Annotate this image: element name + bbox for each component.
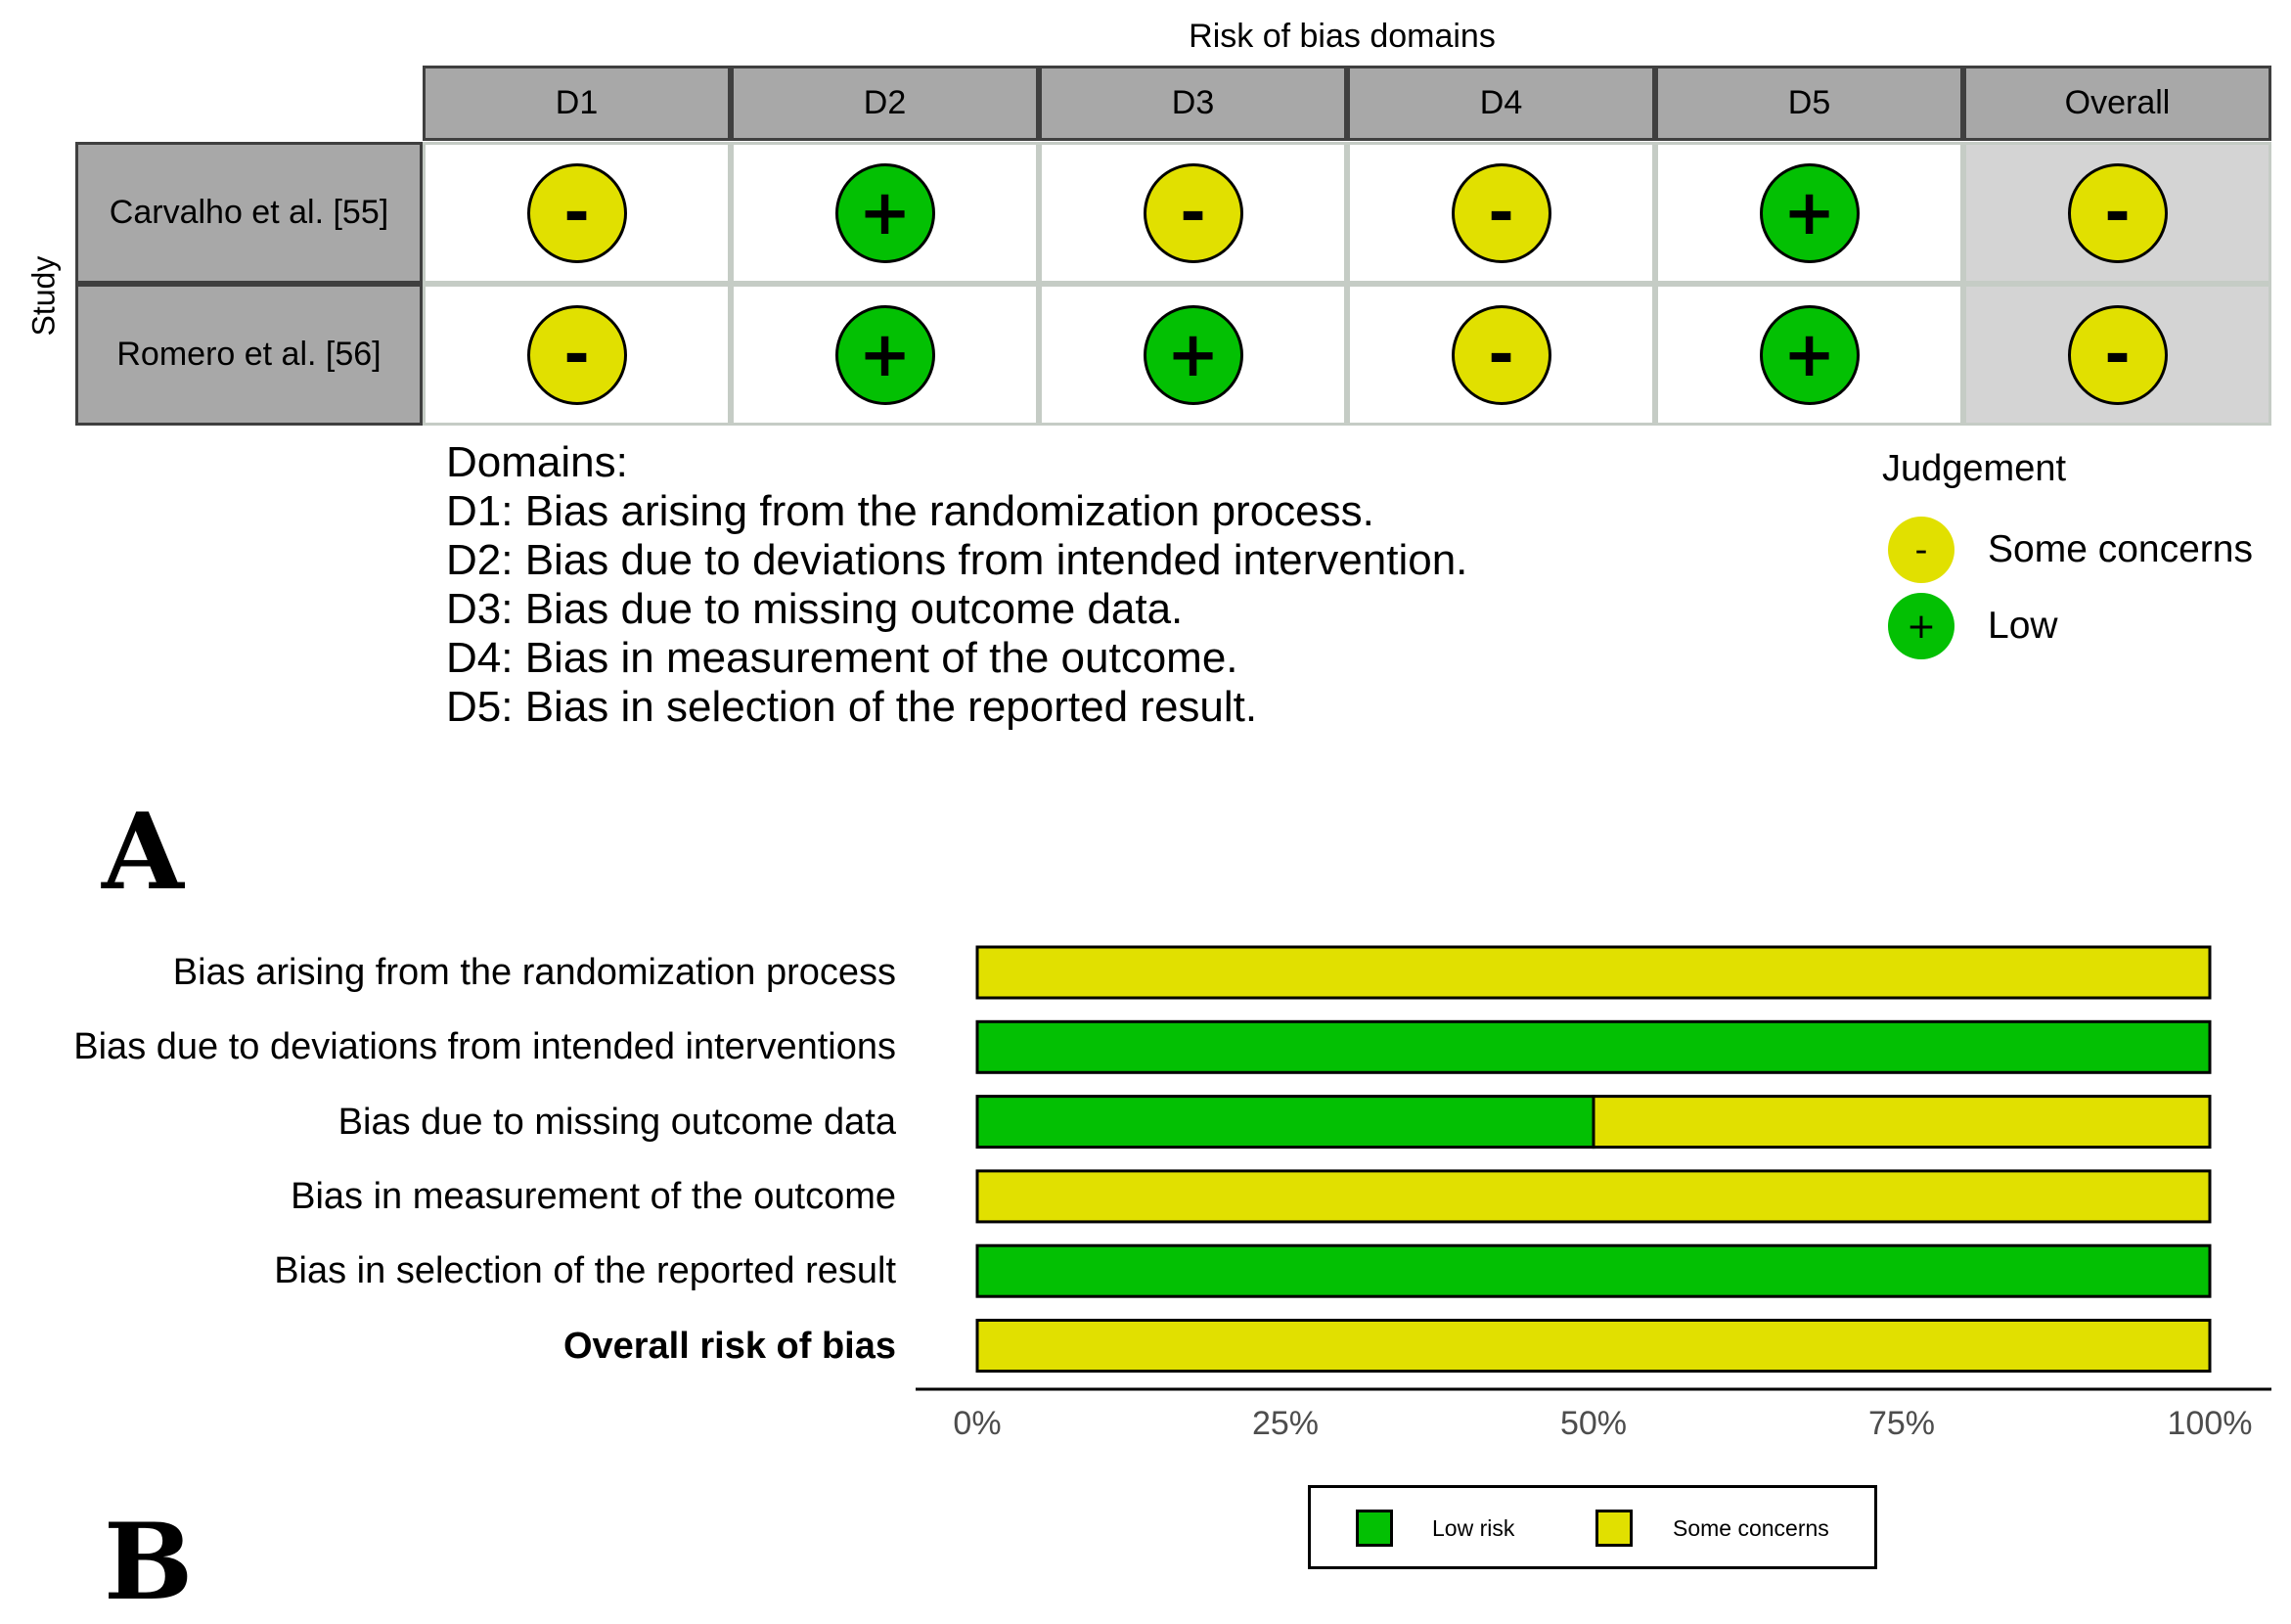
- judgement-cell: +: [731, 284, 1039, 426]
- some-concerns-icon: -: [1143, 162, 1243, 263]
- judgement-cell: -: [423, 142, 731, 284]
- some-concerns-swatch: [1595, 1510, 1633, 1547]
- low-risk-icon: +: [834, 304, 935, 405]
- low-risk-icon: +: [1759, 162, 1860, 263]
- legend-item-low: + Low: [1888, 593, 2058, 659]
- x-tick-label: 0%: [953, 1405, 1002, 1442]
- bar-segment-some-concerns: [975, 945, 2212, 1000]
- some-concerns-icon: -: [1451, 304, 1551, 405]
- legend-label-low-risk: Low risk: [1432, 1515, 1515, 1541]
- x-tick-label: 75%: [1867, 1405, 1936, 1442]
- legend-label-some-concerns: Some concerns: [1673, 1515, 1829, 1541]
- judgement-cell: -: [1963, 284, 2271, 426]
- column-header-d5: D5: [1655, 66, 1963, 141]
- some-concerns-icon: -: [2067, 162, 2168, 263]
- low-risk-swatch: [1356, 1510, 1393, 1547]
- legend-label: Some concerns: [1988, 528, 2253, 570]
- low-risk-icon: +: [1143, 304, 1243, 405]
- judgement-cell: +: [1039, 284, 1347, 426]
- x-tick-label: 25%: [1251, 1405, 1320, 1442]
- judgement-legend-title: Judgement: [1882, 448, 2067, 489]
- bar-category-label: Bias due to deviations from intended int…: [73, 1026, 896, 1068]
- bar-category-label: Overall risk of bias: [562, 1325, 896, 1367]
- x-tick-label: 50%: [1559, 1405, 1628, 1442]
- domain-description: D1: Bias arising from the randomization …: [446, 487, 1374, 535]
- domain-description: D3: Bias due to missing outcome data.: [446, 585, 1184, 633]
- summary-chart-legend: Low risk Some concerns: [1308, 1485, 1877, 1569]
- low-risk-icon: +: [834, 162, 935, 263]
- bar-category-label: Bias in measurement of the outcome: [291, 1175, 896, 1217]
- judgement-cell: -: [1963, 142, 2271, 284]
- column-header-d1: D1: [423, 66, 731, 141]
- judgement-cell: +: [731, 142, 1039, 284]
- x-tick-label: 100%: [2167, 1405, 2253, 1442]
- column-header-overall: Overall: [1963, 66, 2271, 141]
- domains-description: Domains: D1: Bias arising from the rando…: [446, 438, 1467, 732]
- panel-label-b: B: [104, 1501, 194, 1624]
- domains-heading: Domains:: [446, 438, 628, 486]
- judgement-cell: -: [1039, 142, 1347, 284]
- bar-segment-some-concerns: [1592, 1095, 2212, 1150]
- some-concerns-icon: -: [526, 304, 627, 405]
- judgement-cell: +: [1655, 142, 1963, 284]
- column-header-d2: D2: [731, 66, 1039, 141]
- some-concerns-icon: -: [1888, 517, 1954, 583]
- risk-of-bias-domains-title: Risk of bias domains: [1189, 18, 1496, 55]
- judgement-cell: -: [1347, 284, 1655, 426]
- legend-item-some-concerns: - Some concerns: [1888, 517, 2253, 583]
- column-header-d3: D3: [1039, 66, 1347, 141]
- judgement-cell: -: [1347, 142, 1655, 284]
- legend-label: Low: [1988, 605, 2058, 647]
- study-label: Romero et al. [56]: [75, 284, 423, 426]
- bar-segment-low-risk: [975, 1095, 1595, 1150]
- judgement-cell: +: [1655, 284, 1963, 426]
- column-header-d4: D4: [1347, 66, 1655, 141]
- low-risk-icon: +: [1759, 304, 1860, 405]
- study-label: Carvalho et al. [55]: [75, 142, 423, 284]
- bar-segment-some-concerns: [975, 1319, 2212, 1373]
- bar-segment-low-risk: [975, 1243, 2212, 1298]
- domain-description: D2: Bias due to deviations from intended…: [446, 536, 1468, 584]
- some-concerns-icon: -: [2067, 304, 2168, 405]
- domain-description: D4: Bias in measurement of the outcome.: [446, 634, 1238, 682]
- some-concerns-icon: -: [526, 162, 627, 263]
- judgement-cell: -: [423, 284, 731, 426]
- bar-segment-low-risk: [975, 1019, 2212, 1074]
- some-concerns-icon: -: [1451, 162, 1551, 263]
- bar-category-label: Bias due to missing outcome data: [337, 1101, 896, 1143]
- bar-category-label: Bias in selection of the reported result: [274, 1250, 896, 1292]
- bar-segment-some-concerns: [975, 1169, 2212, 1224]
- low-risk-icon: +: [1888, 593, 1954, 659]
- domain-description: D5: Bias in selection of the reported re…: [446, 683, 1258, 731]
- panel-label-a: A: [102, 790, 184, 914]
- bar-category-label: Bias arising from the randomization proc…: [172, 952, 896, 993]
